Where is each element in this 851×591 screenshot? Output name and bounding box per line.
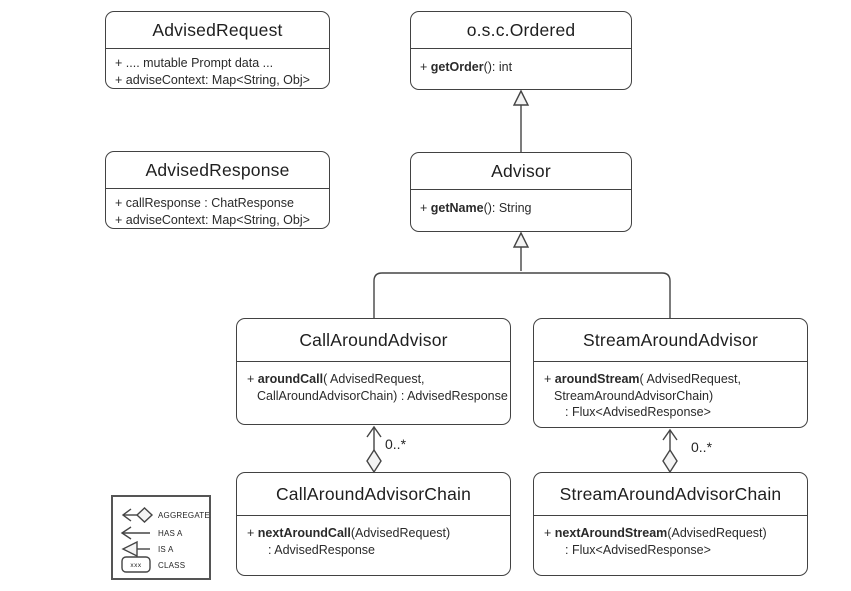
- legend-label: HAS A: [158, 529, 183, 538]
- member-line: + aroundCall( AdvisedRequest,: [247, 372, 425, 386]
- legend-label: CLASS: [158, 561, 185, 570]
- class-box-call-around-advisor-chain: CallAroundAdvisorChain + nextAroundCall(…: [236, 472, 511, 576]
- multiplicity-label: 0..*: [691, 439, 713, 455]
- is-a-triangle-icon: [512, 89, 530, 106]
- multiplicity-label: 0..*: [385, 436, 407, 452]
- legend-label: AGGREGATE: [158, 511, 210, 520]
- member-line: CallAroundAdvisorChain) : AdvisedRespons…: [257, 388, 508, 403]
- class-members: + callResponse : ChatResponse + adviseCo…: [106, 189, 329, 234]
- class-title: StreamAroundAdvisor: [534, 319, 807, 362]
- member-line: StreamAroundAdvisorChain): [554, 388, 714, 403]
- class-title: AdvisedRequest: [106, 12, 329, 49]
- class-box-advised-response: AdvisedResponse + callResponse : ChatRes…: [105, 151, 330, 229]
- class-sample-text: xxx: [130, 562, 142, 569]
- legend-item-has-a: HAS A: [120, 526, 183, 540]
- class-box-stream-around-advisor: StreamAroundAdvisor + aroundStream( Advi…: [533, 318, 808, 428]
- class-title: o.s.c.Ordered: [411, 12, 631, 49]
- arrow-left-icon: [120, 526, 132, 540]
- member-line: + adviseContext: Map<String, Obj>: [115, 212, 310, 227]
- legend-item-aggregate: AGGREGATE: [121, 507, 210, 523]
- legend-item-class: xxx CLASS: [121, 556, 185, 573]
- class-title: StreamAroundAdvisorChain: [534, 473, 807, 516]
- class-members: + aroundCall( AdvisedRequest, CallAround…: [237, 362, 510, 413]
- generalization-advisor-to-ordered: [512, 89, 530, 152]
- arrow-up-icon: [662, 428, 678, 441]
- arrow-left-icon: [121, 508, 132, 522]
- aggregate-diamond-icon: [366, 448, 382, 474]
- generalization-subadvisors-to-advisor: [373, 231, 671, 318]
- member-line: + getName(): String: [420, 201, 532, 215]
- is-a-triangle-icon: [121, 540, 138, 558]
- aggregate-diamond-icon: [662, 448, 678, 474]
- class-members: + aroundStream( AdvisedRequest, StreamAr…: [534, 362, 807, 430]
- member-line: + .... mutable Prompt data ...: [115, 56, 274, 70]
- class-title: Advisor: [411, 153, 631, 190]
- class-box-osc-ordered: o.s.c.Ordered + getOrder(): int: [410, 11, 632, 90]
- aggregate-diamond-icon: [135, 507, 154, 523]
- member-line: + aroundStream( AdvisedRequest,: [544, 372, 741, 386]
- class-members: + nextAroundStream(AdvisedRequest) : Flu…: [534, 516, 807, 567]
- class-box-call-around-advisor: CallAroundAdvisor + aroundCall( AdvisedR…: [236, 318, 511, 425]
- class-members: + .... mutable Prompt data ... + adviseC…: [106, 49, 329, 94]
- member-line: + adviseContext: Map<String, Obj>: [115, 72, 310, 87]
- legend: AGGREGATE HAS A IS A xxx CLASS: [111, 495, 211, 580]
- aggregation-call-chain: 0..*: [366, 425, 407, 474]
- class-box-stream-around-advisor-chain: StreamAroundAdvisorChain + nextAroundStr…: [533, 472, 808, 576]
- class-title: CallAroundAdvisor: [237, 319, 510, 362]
- class-title: AdvisedResponse: [106, 152, 329, 189]
- is-a-triangle-icon: [512, 231, 530, 248]
- class-title: CallAroundAdvisorChain: [237, 473, 510, 516]
- member-line: + nextAroundCall(AdvisedRequest): [247, 526, 451, 540]
- member-line: + callResponse : ChatResponse: [115, 196, 294, 210]
- member-line: + getOrder(): int: [420, 60, 513, 74]
- member-line: + nextAroundStream(AdvisedRequest): [544, 526, 767, 540]
- member-line: : Flux<AdvisedResponse>: [565, 542, 711, 557]
- class-sample-icon: [121, 556, 151, 573]
- arrow-up-icon: [366, 425, 382, 438]
- class-members: + getName(): String: [411, 190, 631, 223]
- legend-frame: [111, 495, 211, 580]
- member-line: : AdvisedResponse: [268, 542, 376, 557]
- class-members: + nextAroundCall(AdvisedRequest) : Advis…: [237, 516, 510, 567]
- aggregation-stream-chain: 0..*: [662, 428, 713, 474]
- member-line: : Flux<AdvisedResponse>: [565, 405, 711, 419]
- legend-item-is-a: IS A: [121, 540, 174, 558]
- legend-label: IS A: [158, 545, 174, 554]
- class-box-advised-request: AdvisedRequest + .... mutable Prompt dat…: [105, 11, 330, 89]
- class-box-advisor: Advisor + getName(): String: [410, 152, 632, 232]
- class-members: + getOrder(): int: [411, 49, 631, 82]
